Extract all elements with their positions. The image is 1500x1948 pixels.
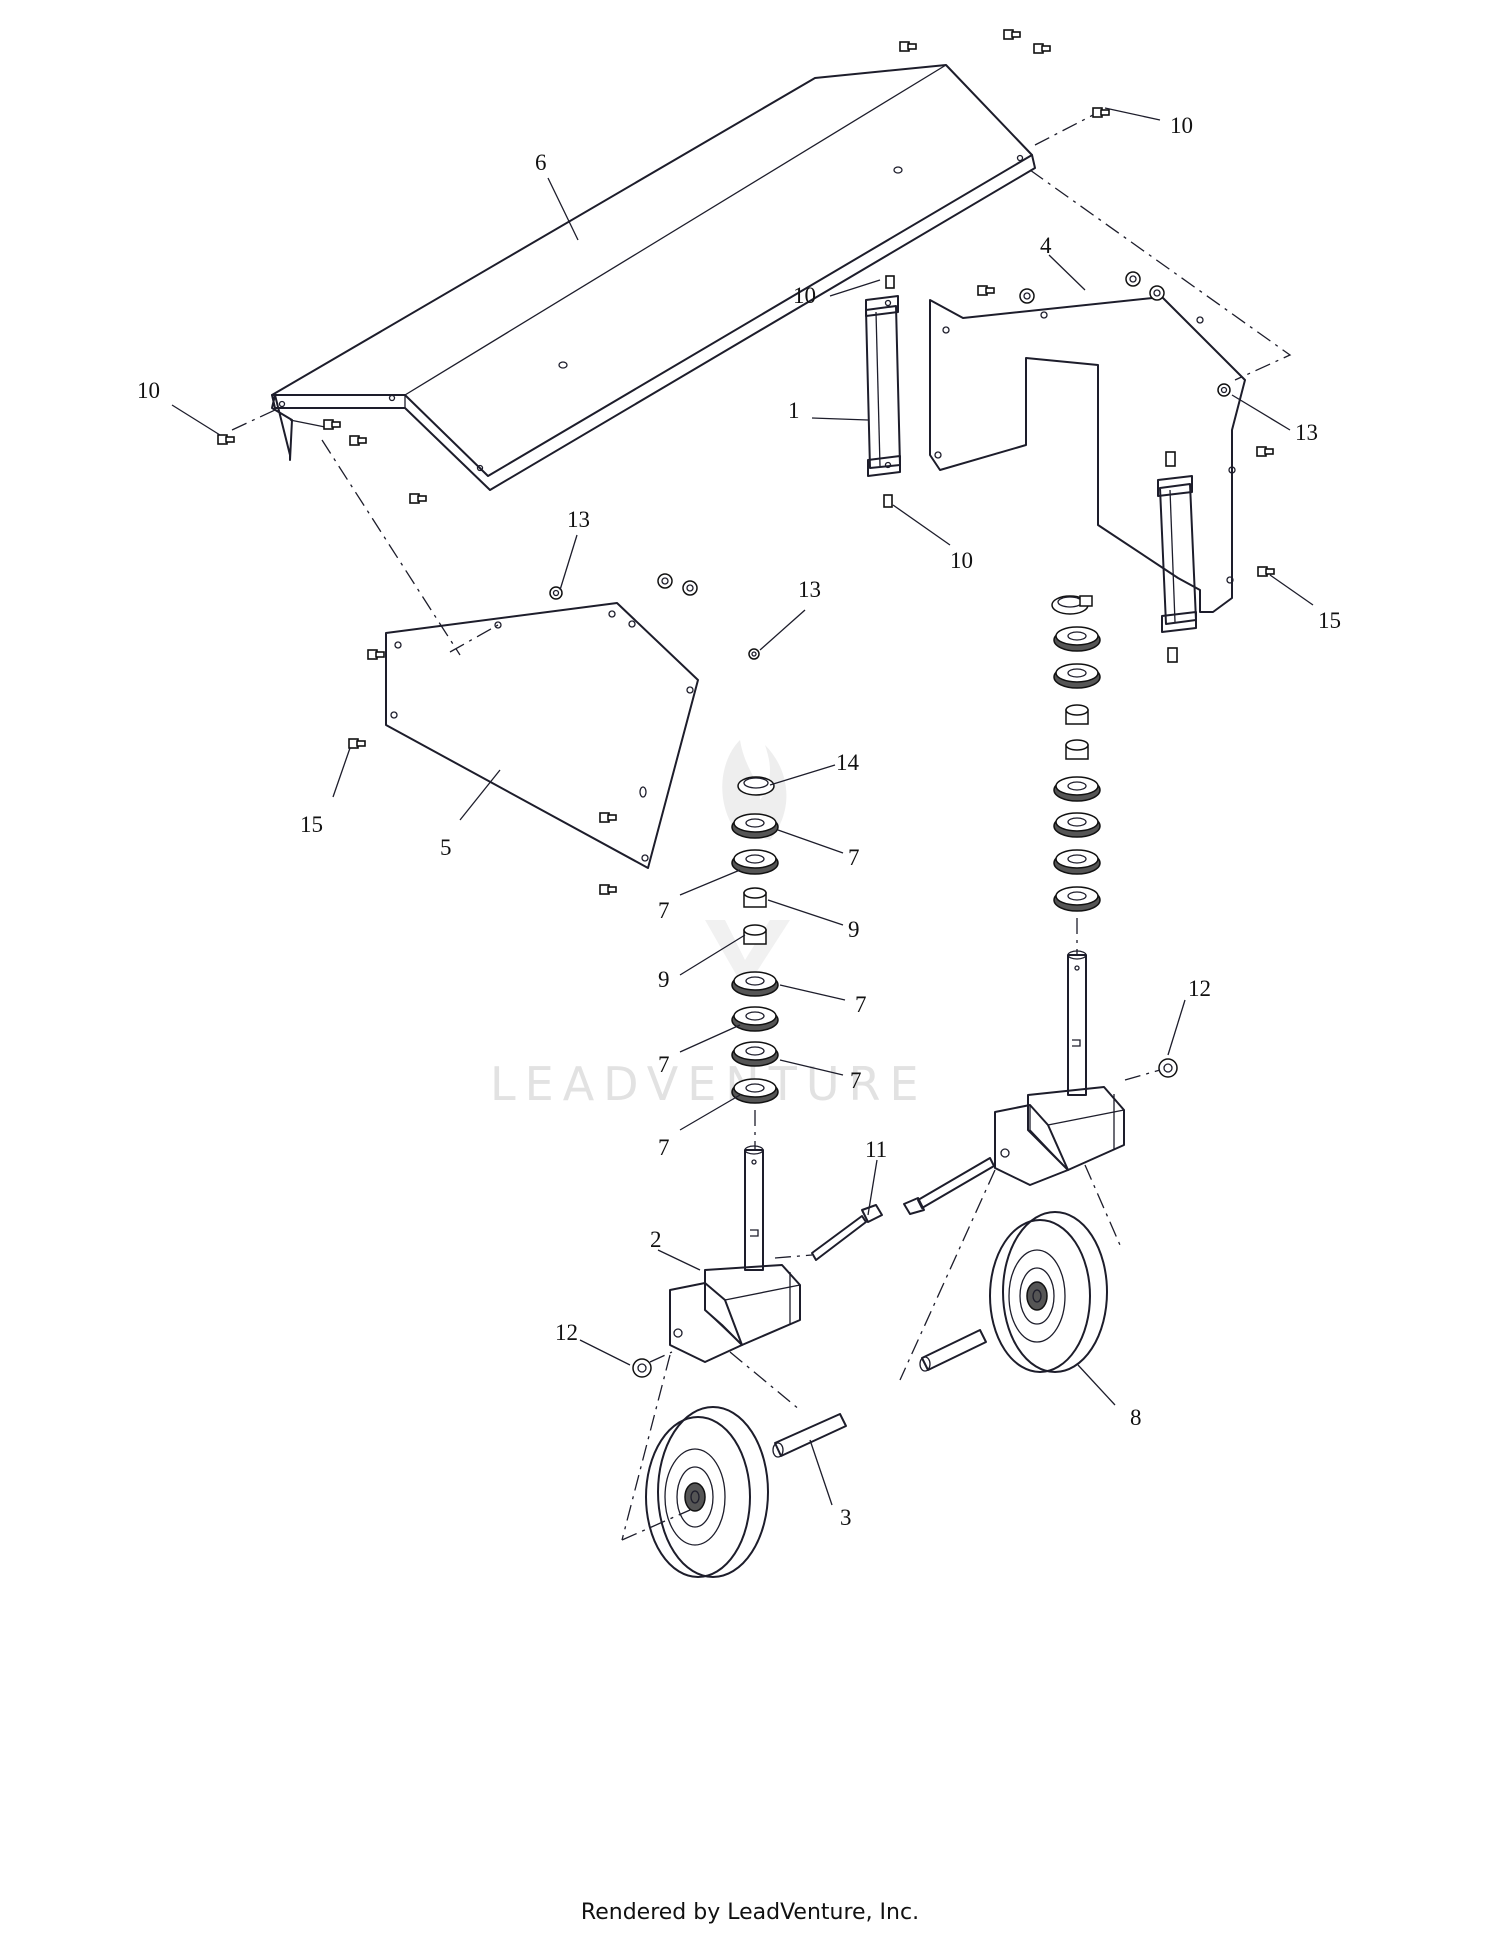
callout-13: 13 [798, 577, 821, 602]
watermark: LEADVENTURE [490, 740, 928, 1111]
callout-4: 4 [1040, 233, 1052, 258]
callout-12: 12 [1188, 976, 1211, 1001]
spacer-c-icon [731, 1041, 779, 1067]
callout-7: 7 [658, 898, 670, 923]
left-caster-stack [731, 776, 779, 1150]
callout-7: 7 [855, 992, 867, 1017]
callout-9: 9 [658, 967, 670, 992]
right-caster-fork [994, 950, 1125, 1186]
bolt-icon [1257, 566, 1275, 577]
nut-icon [1217, 383, 1231, 397]
callout-13: 13 [567, 507, 590, 532]
spacer-c-icon [731, 813, 779, 839]
nut-icon [748, 648, 760, 660]
callout-8: 8 [1130, 1405, 1142, 1430]
right-side-panel [929, 271, 1246, 613]
bolt-icon [885, 275, 895, 289]
callout-10: 10 [793, 283, 816, 308]
lock-nut-right-icon [1158, 1058, 1178, 1078]
bushing-icon [1065, 739, 1089, 760]
bolt-icon [1033, 43, 1051, 54]
left-side-panel [348, 573, 760, 895]
left-caster-fork [669, 1145, 801, 1363]
bracket-right [977, 285, 1275, 663]
bolt-icon [409, 493, 427, 504]
spacer-c-icon [1053, 849, 1101, 875]
spacer-c-icon [1053, 886, 1101, 912]
footer-credit: Rendered by LeadVenture, Inc. [580, 1900, 920, 1925]
callout-12: 12 [555, 1320, 578, 1345]
bolt-icon [977, 285, 995, 296]
callout-15: 15 [300, 812, 323, 837]
spacer-c-icon [731, 971, 779, 997]
callout-7: 7 [850, 1068, 862, 1093]
bolt-icon [1165, 451, 1176, 467]
bolt-icon [1092, 107, 1110, 118]
callout-7: 7 [848, 845, 860, 870]
bushing-icon [1065, 704, 1089, 725]
spacer-c-icon [731, 1006, 779, 1032]
spacer-c-icon [1053, 776, 1101, 802]
top-cover [271, 64, 1036, 491]
spacer-c-icon [1053, 626, 1101, 652]
callout-14: 14 [836, 750, 860, 775]
lock-nut-left-icon [632, 1358, 652, 1378]
bolt-icon [349, 435, 367, 446]
callouts: 6 10 10 10 10 4 13 13 13 1 15 15 5 14 7 … [137, 113, 1341, 1530]
nut-icon [1019, 288, 1035, 304]
wheel-spacer-right [919, 1329, 987, 1372]
axle-bolt-left [811, 1204, 883, 1261]
bushing-icon [743, 887, 767, 908]
lynch-pin-icon [737, 776, 775, 796]
cover-bolts [217, 29, 1110, 504]
bolt-icon [1256, 446, 1274, 457]
nut-icon [1149, 285, 1165, 301]
callout-7: 7 [658, 1052, 670, 1077]
callout-10: 10 [1170, 113, 1193, 138]
leader-lines [171, 107, 1314, 1506]
bolt-icon [1003, 29, 1021, 40]
bolt-icon [883, 494, 893, 508]
callout-10: 10 [137, 378, 160, 403]
callout-13: 13 [1295, 420, 1318, 445]
bolt-icon [217, 434, 235, 445]
callout-6: 6 [535, 150, 547, 175]
nut-icon [682, 580, 698, 596]
callout-5: 5 [440, 835, 452, 860]
bolt-icon [348, 738, 366, 749]
callout-11: 11 [865, 1137, 887, 1162]
callout-9: 9 [848, 917, 860, 942]
left-wheel [645, 1406, 769, 1578]
callout-15: 15 [1318, 608, 1341, 633]
bracket-left [865, 275, 901, 508]
nut-icon [657, 573, 673, 589]
right-caster-stack [1051, 595, 1101, 955]
callout-2: 2 [650, 1227, 662, 1252]
bolt-icon [599, 884, 617, 895]
spacer-c-icon [1053, 663, 1101, 689]
bolt-icon [599, 812, 617, 823]
watermark-text: LEADVENTURE [490, 1057, 928, 1111]
right-wheel [989, 1211, 1108, 1373]
callout-3: 3 [840, 1505, 852, 1530]
bolt-icon [367, 649, 385, 660]
spacer-c-icon [1053, 812, 1101, 838]
bolt-icon [899, 41, 917, 52]
lynch-pin-icon [1051, 595, 1093, 615]
spacer-c-icon [731, 849, 779, 875]
spacer-c-icon [731, 1078, 779, 1104]
nut-icon [1125, 271, 1141, 287]
callout-1: 1 [788, 398, 800, 423]
nut-icon [549, 586, 563, 600]
bushing-icon [743, 924, 767, 945]
axle-bolt-right [903, 1157, 995, 1215]
wheel-spacer-left [772, 1413, 847, 1458]
callout-7: 7 [658, 1135, 670, 1160]
callout-10: 10 [950, 548, 973, 573]
bolt-icon [1167, 647, 1178, 663]
bolt-icon [323, 419, 341, 430]
